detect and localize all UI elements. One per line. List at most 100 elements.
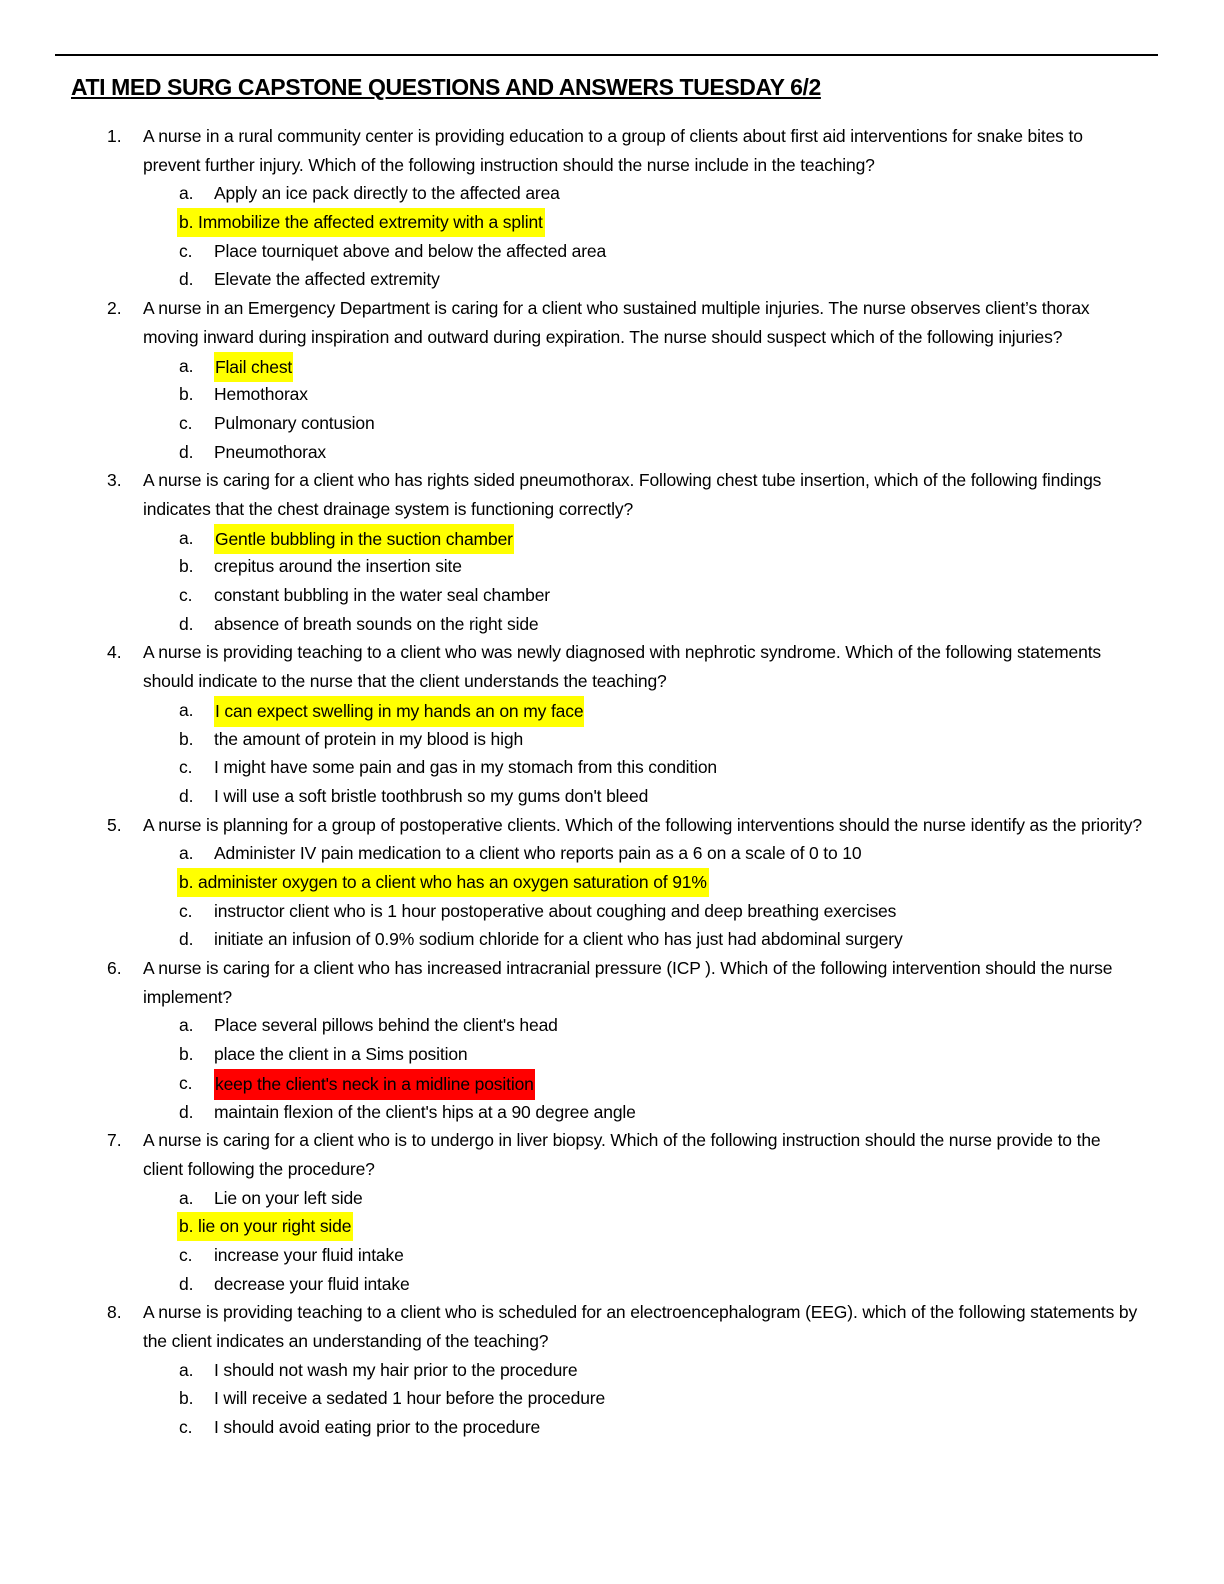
question-text: A nurse is providing teaching to a clien… [143, 642, 1102, 692]
option-letter: d. [179, 269, 194, 290]
option-letter: d. [179, 613, 194, 634]
option-letter: a. [179, 1359, 194, 1380]
answer-option: d. maintain flexion of the client's hips … [0, 1098, 1224, 1127]
answer-option: a.Apply an ice pack directly to the affe… [0, 179, 1224, 208]
answer-option: c. I might have some pain and gas in my s… [0, 753, 1224, 782]
option-text: Elevate the affected extremity [214, 269, 440, 290]
answer-option: c. I should avoid eating prior to the pro… [0, 1413, 1224, 1442]
question-number: 2. [107, 298, 122, 319]
option-text: administer oxygen to a client who has an… [198, 872, 707, 893]
answer-option: a. Flail chest [0, 351, 1224, 383]
option-letter: d. [179, 1101, 194, 1122]
highlighted-answer: b. Immobilize the affected extremity wit… [177, 208, 545, 237]
question-number: 4. [107, 642, 122, 663]
option-text: Place several pillows behind the client'… [214, 1015, 558, 1036]
option-text: initiate an infusion of 0.9% sodium chlo… [214, 929, 903, 950]
answer-option: b. administer oxygen to a client who has… [0, 868, 1224, 897]
question-item: 3. A nurse is caring for a client who has… [0, 466, 1224, 638]
option-text: Pneumothorax [214, 441, 327, 462]
option-letter: d. [179, 929, 194, 950]
option-text: I will receive a sedated 1 hour before t… [214, 1388, 606, 1409]
question-item: 6.A nurse is caring for a client who has… [0, 954, 1224, 1126]
answer-option: a. I should not wash my hair prior to the… [0, 1356, 1224, 1385]
option-text: decrease your fluid intake [214, 1273, 410, 1294]
option-letter: c. [179, 1417, 193, 1438]
option-text: Hemothorax [214, 384, 308, 405]
answer-option: b. Immobilize the affected extremity wit… [0, 208, 1224, 237]
header-rule [55, 54, 1158, 56]
answer-option: b.I will receive a sedated 1 hour before… [0, 1384, 1224, 1413]
answer-option: c.Pulmonary contusion [0, 409, 1224, 438]
option-text: Lie on your left side [214, 1187, 363, 1208]
option-letter: a. [179, 699, 194, 720]
option-letter: b. [179, 384, 194, 405]
answer-option: a. I can expect swelling in my hands an o… [0, 695, 1224, 727]
question-number: 1. [107, 126, 122, 146]
answer-option: a. Gentle bubbling in the suction chamber [0, 523, 1224, 555]
question-item: 8.A nurse is providing teaching to a cli… [0, 1298, 1224, 1441]
option-text: crepitus around the insertion site [214, 556, 462, 577]
option-text: Place tourniquet above and below the aff… [214, 240, 607, 261]
answer-option: b. Hemothorax [0, 380, 1224, 409]
option-text: I should not wash my hair prior to the p… [214, 1359, 578, 1380]
answer-option: c.increase your fluid intake [0, 1241, 1224, 1270]
option-text: I should avoid eating prior to the proce… [214, 1417, 541, 1438]
option-letter: b. [179, 556, 194, 577]
answer-option: b. lie on your right side [0, 1212, 1224, 1242]
question-item: 7. A nurse is caring for a client who is … [0, 1126, 1224, 1298]
question-number: 7. [107, 1130, 122, 1151]
option-text: instructor client who is 1 hour postoper… [214, 900, 897, 921]
option-letter: d. [179, 785, 194, 806]
answer-option: c. instructor client who is 1 hour postop… [0, 897, 1224, 926]
option-text: Pulmonary contusion [214, 412, 375, 433]
answer-option: d.decrease your fluid intake [0, 1270, 1224, 1299]
option-letter: c. [179, 240, 193, 261]
option-text: Apply an ice pack directly to the affect… [214, 183, 560, 204]
option-text: absence of breath sounds on the right si… [214, 613, 539, 634]
option-text: I will use a soft bristle toothbrush so … [214, 785, 649, 806]
option-letter: a. [179, 843, 194, 864]
answer-option: c.constant bubbling in the water seal ch… [0, 581, 1224, 610]
option-text: maintain flexion of the client's hips at… [214, 1101, 636, 1122]
question-text: A nurse is caring for a client who is to… [143, 1130, 1101, 1179]
question-list: 1. A nurse in a rural community center is… [0, 122, 1224, 1442]
option-text: Administer IV pain medication to a clien… [214, 843, 862, 864]
highlighted-answer-text: I can expect swelling in my hands an on … [214, 695, 585, 727]
question-text: A nurse in a rural community center is p… [143, 126, 1083, 175]
option-letter: c. [179, 900, 193, 921]
answer-option: b. place the client in a Sims position [0, 1040, 1224, 1069]
answer-option: d.Pneumothorax [0, 438, 1224, 467]
highlighted-answer-text: Flail chest [214, 351, 294, 383]
answer-option: a. Lie on your left side [0, 1184, 1224, 1213]
option-text: I might have some pain and gas in my sto… [214, 757, 718, 778]
question-item: 4. A nurse is providing teaching to a cli… [0, 638, 1224, 810]
highlighted-answer-text: Gentle bubbling in the suction chamber [214, 523, 514, 555]
option-text: Immobilize the affected extremity with a… [198, 212, 543, 233]
question-text: A nurse is planning for a group of posto… [143, 814, 1142, 835]
option-letter: a. [179, 1015, 194, 1036]
option-letter: b. [179, 1044, 194, 1065]
answer-option: b. crepitus around the insertion site [0, 552, 1224, 581]
option-letter: a. [179, 355, 194, 376]
highlighted-answer: b. administer oxygen to a client who has… [177, 868, 709, 897]
option-letter: a. [179, 1187, 194, 1208]
document-title: ATI MED SURG CAPSTONE QUESTIONS AND ANSW… [71, 74, 821, 100]
question-text: A nurse in an Emergency Department is ca… [143, 298, 1090, 347]
question-text: A nurse is caring for a client who has i… [143, 958, 1113, 1007]
option-text: the amount of protein in my blood is hig… [214, 728, 524, 749]
answer-option: b. the amount of protein in my blood is h… [0, 725, 1224, 754]
option-letter: a. [179, 527, 194, 548]
highlighted-answer-text: keep the client's neck in a midline posi… [214, 1068, 535, 1100]
question-number: 3. [107, 470, 122, 491]
option-letter: c. [179, 757, 193, 778]
question-number: 8. [107, 1302, 122, 1323]
answer-option: d. Elevate the affected extremity [0, 265, 1224, 294]
answer-option: a. Administer IV pain medication to a cli… [0, 839, 1224, 868]
answer-option: c.keep the client's neck in a midline po… [0, 1068, 1224, 1100]
option-letter: b. [179, 728, 194, 749]
answer-option: a. Place several pillows behind the clien… [0, 1011, 1224, 1040]
option-letter: b. [179, 212, 194, 233]
question-text: A nurse is caring for a client who has r… [143, 470, 1102, 520]
option-text: place the client in a Sims position [214, 1044, 468, 1065]
